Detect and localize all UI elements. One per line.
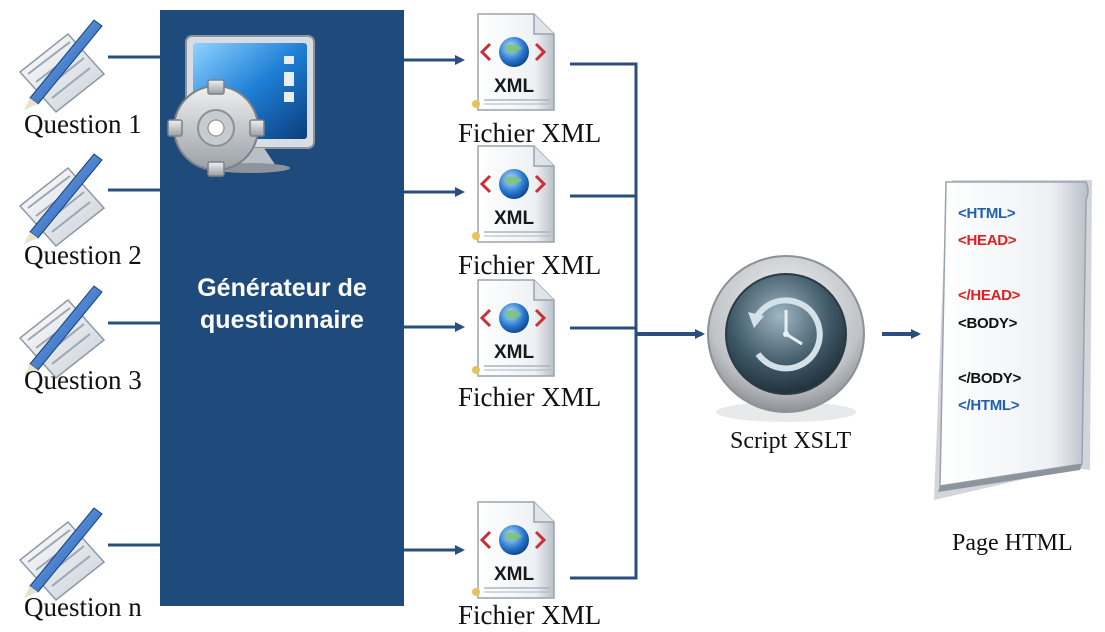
html-code-line-1: <HTML> (958, 205, 1016, 222)
question-1-label: Question 1 (24, 109, 142, 139)
question-3-icon (18, 285, 106, 380)
question-n-icon (18, 507, 106, 602)
xslt-label: Script XSLT (730, 428, 852, 454)
html-code-line-3: </HEAD> (958, 287, 1021, 304)
bus-connector (570, 62, 638, 580)
html-code-line-6: </HTML> (958, 397, 1020, 414)
question-2-label: Question 2 (24, 240, 142, 270)
html-code-line-4: <BODY> (958, 315, 1018, 332)
question-3-label: Question 3 (24, 365, 142, 395)
xml-file-label-4: Fichier XML (458, 600, 602, 630)
xml-badge-2: XML (494, 208, 535, 229)
xslt-clock-icon (707, 255, 865, 422)
html-code-line-2: <HEAD> (958, 232, 1017, 249)
xml-file-label-3: Fichier XML (458, 382, 602, 412)
xml-badge-3: XML (494, 342, 535, 363)
xml-file-icon-1 (472, 13, 555, 111)
monitor-gear-icon (167, 35, 315, 177)
question-1-icon (18, 19, 106, 114)
html-code-line-5: </BODY> (958, 370, 1021, 387)
xml-file-icon-2 (472, 145, 555, 243)
xml-badge-1: XML (494, 76, 535, 97)
xml-file-label-2: Fichier XML (458, 250, 602, 280)
question-n-label: Question n (24, 592, 142, 622)
generator-title: Générateur de questionnaire (160, 272, 404, 336)
generator-title-line1: Générateur de (197, 274, 367, 302)
html-page-label: Page HTML (952, 530, 1073, 556)
xml-file-icon-4 (472, 501, 555, 599)
question-2-icon (18, 153, 106, 248)
html-page-icon (934, 180, 1092, 500)
generator-title-line2: questionnaire (200, 306, 364, 334)
xml-file-label-1: Fichier XML (458, 118, 602, 148)
xml-badge-4: XML (494, 564, 535, 585)
xml-file-icon-3 (472, 279, 555, 377)
